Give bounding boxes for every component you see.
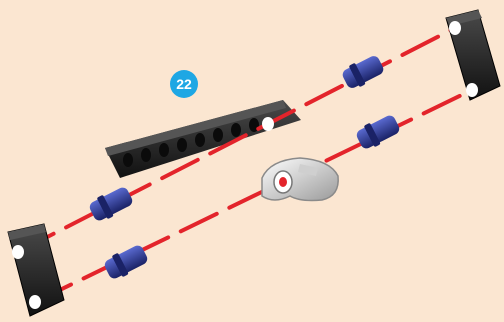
bushing-upper-right bbox=[341, 54, 386, 90]
step-number: 22 bbox=[176, 76, 192, 92]
step-badge: 22 bbox=[170, 70, 198, 98]
beam-end-left bbox=[8, 224, 64, 316]
bushing-upper-left bbox=[88, 186, 135, 223]
bushing-lower-right bbox=[355, 114, 402, 151]
angle-connector bbox=[262, 158, 338, 201]
long-beam-end-hole bbox=[262, 117, 274, 131]
guide-line-upper bbox=[18, 28, 455, 252]
beam-end-right bbox=[446, 10, 500, 100]
bushing-lower-left bbox=[103, 244, 150, 281]
guide-lines bbox=[18, 28, 472, 302]
